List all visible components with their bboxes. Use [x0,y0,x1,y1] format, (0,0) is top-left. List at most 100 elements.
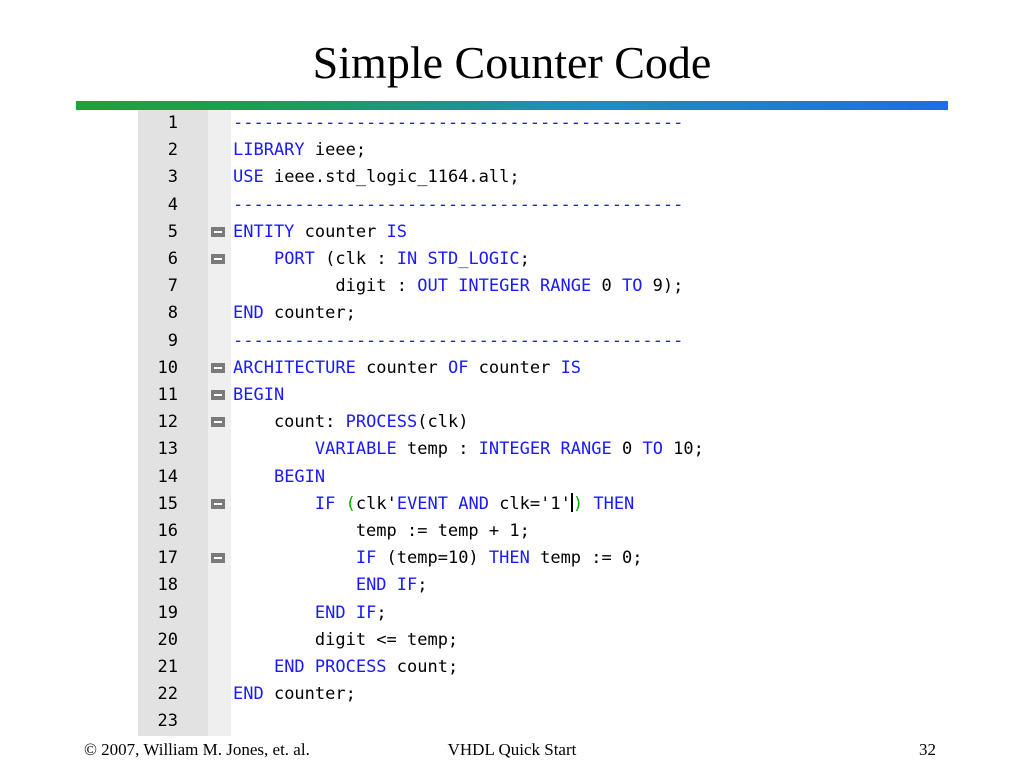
code-token [335,494,345,514]
code-token: (clk) [417,412,469,433]
code-line[interactable]: 16 temp := temp + 1; [138,518,878,545]
line-number: 22 [157,684,178,705]
keyword-token: THEN [593,493,635,514]
code-line[interactable]: 15 IF (clk'EVENT AND clk='1') THEN [138,491,878,518]
code-text: ----------------------------------------… [233,192,683,219]
code-token: counter [355,357,448,378]
collapse-icon[interactable] [211,498,225,509]
code-line[interactable]: 4 ---------------------------------------… [138,192,878,219]
code-token [583,494,593,514]
code-text: END counter; [233,300,356,327]
keyword-token: OF [447,357,469,378]
code-token: digit <= temp; [233,629,459,650]
code-text: USE ieee.std_logic_1164.all; [233,164,520,191]
code-token: (clk : [314,249,397,269]
code-token [233,548,356,568]
line-number: 10 [157,357,178,378]
line-number: 9 [167,330,178,351]
text-cursor [570,492,573,512]
code-token: ieee; [304,140,367,161]
collapse-icon[interactable] [211,362,225,373]
code-line[interactable]: 13 VARIABLE temp : INTEGER RANGE 0 TO 10… [138,436,878,463]
collapse-icon[interactable] [211,417,225,428]
code-line[interactable]: 7 digit : OUT INTEGER RANGE 0 TO 9); [138,273,878,300]
code-text: temp := temp + 1; [233,518,530,545]
code-line[interactable]: 23 [138,708,878,735]
code-line[interactable]: 17 IF (temp=10) THEN temp := 0; [138,545,878,572]
code-token: temp := 0; [529,548,643,569]
keyword-token: ENTITY [233,221,295,242]
line-number: 21 [157,657,178,677]
footer-title: VHDL Quick Start [447,740,577,759]
code-line[interactable]: 18 END IF; [138,572,878,599]
line-number: 5 [167,221,178,242]
keyword-token: THEN [488,548,530,569]
collapse-icon[interactable] [211,226,225,237]
keyword-token: IF [314,493,336,514]
code-token: temp : [396,439,479,460]
code-text: IF (temp=10) THEN temp := 0; [233,545,643,572]
keyword-token: IF [355,548,377,569]
keyword-token: END IF [355,575,418,596]
slide-number: 32 [919,740,936,759]
code-token: clk='1' [488,493,571,514]
line-number: 3 [167,167,178,188]
keyword-token: TO [621,276,643,297]
keyword-token: END [233,303,264,324]
code-text: END IF; [233,572,428,599]
code-line[interactable]: 12 count: PROCESS(clk) [138,409,878,436]
line-number: 20 [157,629,178,650]
keyword-token: END PROCESS [273,657,387,677]
line-number: 17 [157,548,178,569]
code-line[interactable]: 22 END counter; [138,681,878,708]
code-token [233,439,315,459]
code-token: 9); [642,276,684,297]
comment-token: ----------------------------------------… [233,330,684,351]
code-text: END counter; [233,681,356,708]
keyword-token: PORT [273,249,315,269]
code-line[interactable]: 20 digit <= temp; [138,627,878,654]
code-text: ----------------------------------------… [233,328,683,355]
code-line[interactable]: 21 END PROCESS count; [138,654,878,681]
code-line[interactable]: 3 USE ieee.std_logic_1164.all; [138,164,878,191]
code-text: IF (clk'EVENT AND clk='1') THEN [233,491,634,518]
code-token: count: [233,412,346,433]
code-line[interactable]: 6 PORT (clk : IN STD_LOGIC; [138,246,878,273]
code-token: ; [519,249,530,269]
code-line[interactable]: 5 ENTITY counter IS [138,219,878,246]
keyword-token: BEGIN [273,466,326,487]
code-text: ENTITY counter IS [233,219,407,246]
collapse-icon[interactable] [211,390,225,400]
collapse-icon[interactable] [211,254,225,264]
comment-token: ----------------------------------------… [233,194,684,215]
code-token [233,494,315,514]
code-token: ; [417,575,428,596]
code-editor: 1---------------------------------------… [138,110,878,736]
code-text: VARIABLE temp : INTEGER RANGE 0 TO 10; [233,436,704,463]
code-token: digit : [233,276,418,297]
code-token: counter; [263,684,356,705]
collapse-icon[interactable] [211,553,225,564]
code-line[interactable]: 19 END IF; [138,600,878,627]
line-number: 4 [167,194,178,215]
line-number: 23 [157,711,178,732]
code-token: counter; [263,303,356,324]
code-line[interactable]: 14 BEGIN [138,464,878,491]
keyword-token: VARIABLE [314,439,397,460]
line-number-gutter [138,110,208,736]
line-number: 7 [167,276,178,297]
paren-match-token: ) [572,493,584,514]
keyword-token: EVENT AND [396,493,489,514]
keyword-token: INTEGER RANGE [478,439,612,460]
code-line[interactable]: 9 ---------------------------------------… [138,328,878,355]
code-text: LIBRARY ieee; [233,137,366,164]
code-text: BEGIN [233,464,325,491]
code-line[interactable]: 1---------------------------------------… [138,110,878,137]
code-text: digit : OUT INTEGER RANGE 0 TO 9); [233,273,683,300]
code-token: temp := temp + 1; [233,521,530,541]
code-token: 0 [591,276,622,297]
